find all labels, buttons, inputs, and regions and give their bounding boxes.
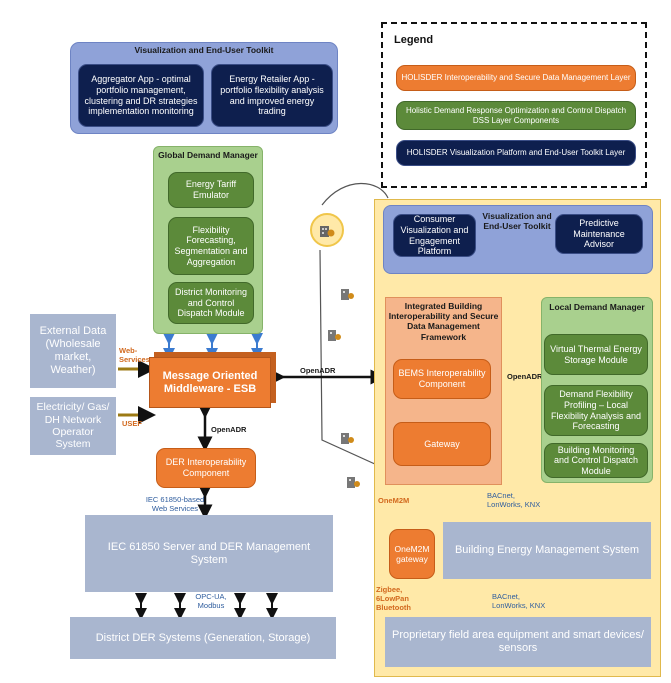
- fan-line-bottom: [319, 249, 389, 471]
- aggregator-app: Aggregator App - optimal portfolio manag…: [78, 64, 204, 127]
- building-monitoring: Building Monitoring and Control Dispatch…: [544, 443, 648, 478]
- ib-framework-title: Integrated Building Interoperability and…: [388, 301, 499, 342]
- iec-services-label: IEC 61850-based Web Services: [145, 495, 205, 513]
- web-services-label: Web-Services: [119, 346, 150, 364]
- usef-label: USEF: [122, 419, 143, 428]
- external-data: External Data (Wholesale market, Weather…: [30, 314, 116, 388]
- building-gear-icon: [320, 226, 335, 237]
- retailer-app: Energy Retailer App - portfolio flexibil…: [211, 64, 333, 127]
- gateway: Gateway: [393, 422, 491, 466]
- legend-visualization: HOLISDER Visualization Platform and End-…: [396, 140, 636, 166]
- iec-server: IEC 61850 Server and DER Management Syst…: [85, 515, 333, 592]
- onem2m-gateway: OneM2M gateway: [389, 529, 435, 579]
- consumer-platform: Consumer Visualization and Engagement Pl…: [393, 214, 476, 257]
- legend-optimization: Holistic Demand Response Optimization an…: [396, 101, 636, 130]
- predictive-advisor: Predictive Maintenance Advisor: [555, 214, 643, 254]
- gdm-title: Global Demand Manager: [158, 150, 258, 160]
- district-der: District DER Systems (Generation, Storag…: [70, 617, 336, 659]
- zigbee-label: Zigbee, 6LowPan Bluetooth: [376, 585, 411, 612]
- legend-interoperability: HOLISDER Interoperability and Secure Dat…: [396, 65, 636, 91]
- bems: Building Energy Management System: [443, 522, 651, 579]
- bacnet-bottom-label: BACnet, LonWorks, KNX: [492, 592, 546, 610]
- opc-label: OPC-UA, Modbus: [195, 592, 227, 610]
- openadr-right-label: OpenADR: [300, 366, 336, 375]
- tariff-emulator: Energy Tariff Emulator: [168, 172, 254, 208]
- building-icon-1: [341, 289, 354, 300]
- building-viz-title: Visualization and End-User Toolkit: [482, 211, 552, 232]
- building-icon-3: [341, 433, 354, 444]
- building-icon-4: [347, 477, 360, 488]
- building-icon-2: [328, 330, 341, 341]
- thermal-storage: Virtual Thermal Energy Storage Module: [544, 334, 648, 375]
- field-equipment: Proprietary field area equipment and sma…: [385, 617, 651, 667]
- bacnet-top-label: BACnet, LonWorks, KNX: [487, 491, 541, 509]
- legend-title: Legend: [394, 34, 434, 46]
- operator-system: Electricity/ Gas/ DH Network Operator Sy…: [30, 397, 116, 455]
- fan-line-top: [321, 182, 389, 206]
- flex-profiling: Demand Flexibility Profiling – Local Fle…: [544, 385, 648, 436]
- viz-toolkit-top-title: Visualization and End-User Toolkit: [134, 45, 274, 55]
- openadr-building-label: OpenADR: [507, 372, 543, 381]
- bems-component: BEMS Interoperability Component: [393, 359, 491, 399]
- building-icon: [310, 213, 344, 247]
- openadr-down-label: OpenADR: [211, 425, 247, 434]
- der-component: DER Interoperability Component: [156, 448, 256, 488]
- district-monitoring: District Monitoring and Control Dispatch…: [168, 282, 254, 324]
- esb: Message Oriented Middleware - ESB: [149, 357, 271, 408]
- onem2m-label: OneM2M: [378, 496, 410, 505]
- ldm-title: Local Demand Manager: [549, 302, 645, 312]
- flexibility-forecasting: Flexibility Forecasting, Segmentation an…: [168, 217, 254, 275]
